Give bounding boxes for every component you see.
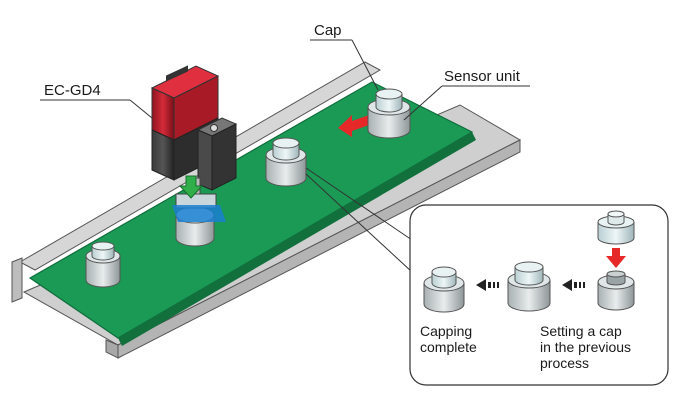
inset-cap-floating: [597, 210, 635, 245]
sensor-unit-label: Sensor unit: [444, 68, 521, 85]
dashed-arrow-left-icon: [476, 279, 499, 291]
cap-callout: Cap: [310, 22, 379, 91]
inset-bottle-capping: [507, 261, 551, 312]
model-callout: EC-GD4: [40, 82, 153, 119]
bottle-right: [367, 88, 411, 139]
caption-setting-cap: Setting a cap in the previous process: [540, 323, 635, 371]
caption-capping-complete: Capping complete: [420, 323, 477, 355]
bottle-left: [85, 241, 121, 288]
inset-bottle-complete: [423, 266, 465, 313]
red-down-arrow-icon: [606, 248, 626, 268]
sensor-unit-callout: Sensor unit: [403, 68, 530, 121]
bottle-center: [265, 137, 307, 187]
inset-panel: Capping complete Setting a cap in the pr…: [409, 204, 669, 386]
cap-label: Cap: [314, 22, 342, 39]
direction-arrow-icon: [338, 114, 372, 137]
ec-gd4-sensor: [150, 65, 238, 222]
press-arrow-icon: [178, 175, 204, 199]
model-label: EC-GD4: [44, 82, 101, 99]
dashed-arrow-left-icon: [562, 279, 585, 291]
inset-bottle-empty: [597, 270, 635, 311]
